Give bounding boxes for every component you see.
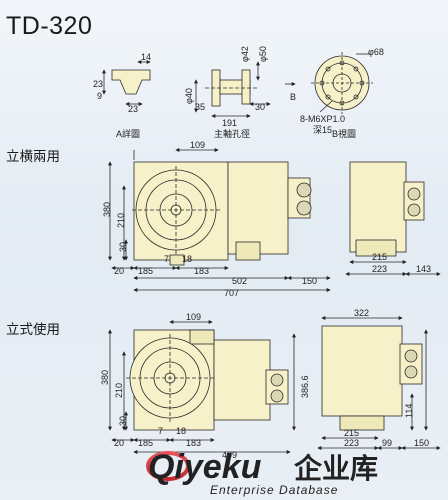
a-detail-drawing [102,60,151,106]
bottom-front-dim-4: 30 [118,416,128,426]
watermark-brand-latin: Qiyeku [148,448,262,486]
a-detail-dim-4: 23 [128,104,138,114]
b-view-drawing [285,52,373,114]
bottom-front-dim-9: 18 [176,426,186,436]
bottom-front-dim-11: 409 [222,450,237,460]
bottom-side-dim-4: 223 [344,438,359,448]
b-view-dim-2: 8-M6XP1.0 [300,114,345,124]
bottom-front-dim-6: 20 [114,438,124,448]
bottom-side-dim-2: 114 [404,404,414,418]
top-front-dim-9: 183 [194,266,209,276]
top-front-dim-1: 109 [190,140,205,150]
watermark-tagline: Enterprise Database [210,483,338,497]
bottom-front-dim-10: 183 [186,438,201,448]
section-horizontal-label: 立横兩用 [6,149,60,165]
a-detail-caption: A詳圖 [116,128,140,139]
top-front-dim-12: 707 [224,288,239,298]
spindle-dim-6: 30 [255,102,265,112]
top-front-dim-7: 7 [164,254,169,264]
bottom-front-dim-8: 7 [158,426,163,436]
a-detail-dim-2: 23 [93,79,103,89]
a-detail-dim-3: 9 [97,91,102,101]
bottom-front-dim-7: 185 [138,438,153,448]
bottom-side-dim-3: 215 [344,428,359,438]
bottom-front-dim-2: 380 [100,370,110,385]
top-side-dim-3: 143 [416,264,431,274]
b-view-caption: B視圖 [332,128,356,139]
top-front-dim-6: 185 [138,266,153,276]
bottom-side-dim-5: 99 [382,438,392,448]
spindle-caption: 主軸孔徑 [214,128,250,139]
spindle-bore-drawing [194,61,271,118]
a-detail-dim-1: 14 [141,52,151,62]
bottom-side-dim-1: 322 [354,308,369,318]
bottom-side-dim-6: 150 [414,438,429,448]
bottom-front-view [108,320,296,454]
spindle-dim-5: 191 [222,118,237,128]
top-front-view [108,148,331,292]
bottom-front-dim-1: 109 [186,312,201,322]
model-title: TD-320 [6,12,93,40]
b-view-dim-1: φ68 [368,47,384,57]
spindle-dim-3: φ40 [184,88,194,104]
top-front-dim-8: 18 [182,254,192,264]
b-view-arrow-label: B [290,92,296,102]
top-front-dim-3: 210 [116,213,126,228]
b-view-dim-3: 深15 [313,125,332,135]
spindle-dim-4: 35 [195,102,205,112]
bottom-front-dim-3: 210 [114,383,124,398]
top-front-dim-2: 380 [102,202,112,217]
top-front-dim-4: 30 [118,242,128,252]
watermark-brand-cn: 企业库 [294,452,378,484]
bottom-side-view [317,316,441,450]
top-front-dim-5: 20 [114,266,124,276]
watermark-logo: Qiyeku 企业库 Enterprise Database [146,448,378,497]
top-side-dim-1: 215 [372,252,387,262]
top-front-dim-11: 150 [302,276,317,286]
spindle-dim-2: φ50 [258,46,268,62]
top-front-dim-10: 502 [232,276,247,286]
bottom-front-dim-5: 386.6 [300,375,310,398]
top-side-view [345,161,441,276]
spindle-dim-1: φ42 [240,46,250,62]
section-vertical-label: 立式使用 [6,322,60,338]
top-side-dim-2: 223 [372,264,387,274]
